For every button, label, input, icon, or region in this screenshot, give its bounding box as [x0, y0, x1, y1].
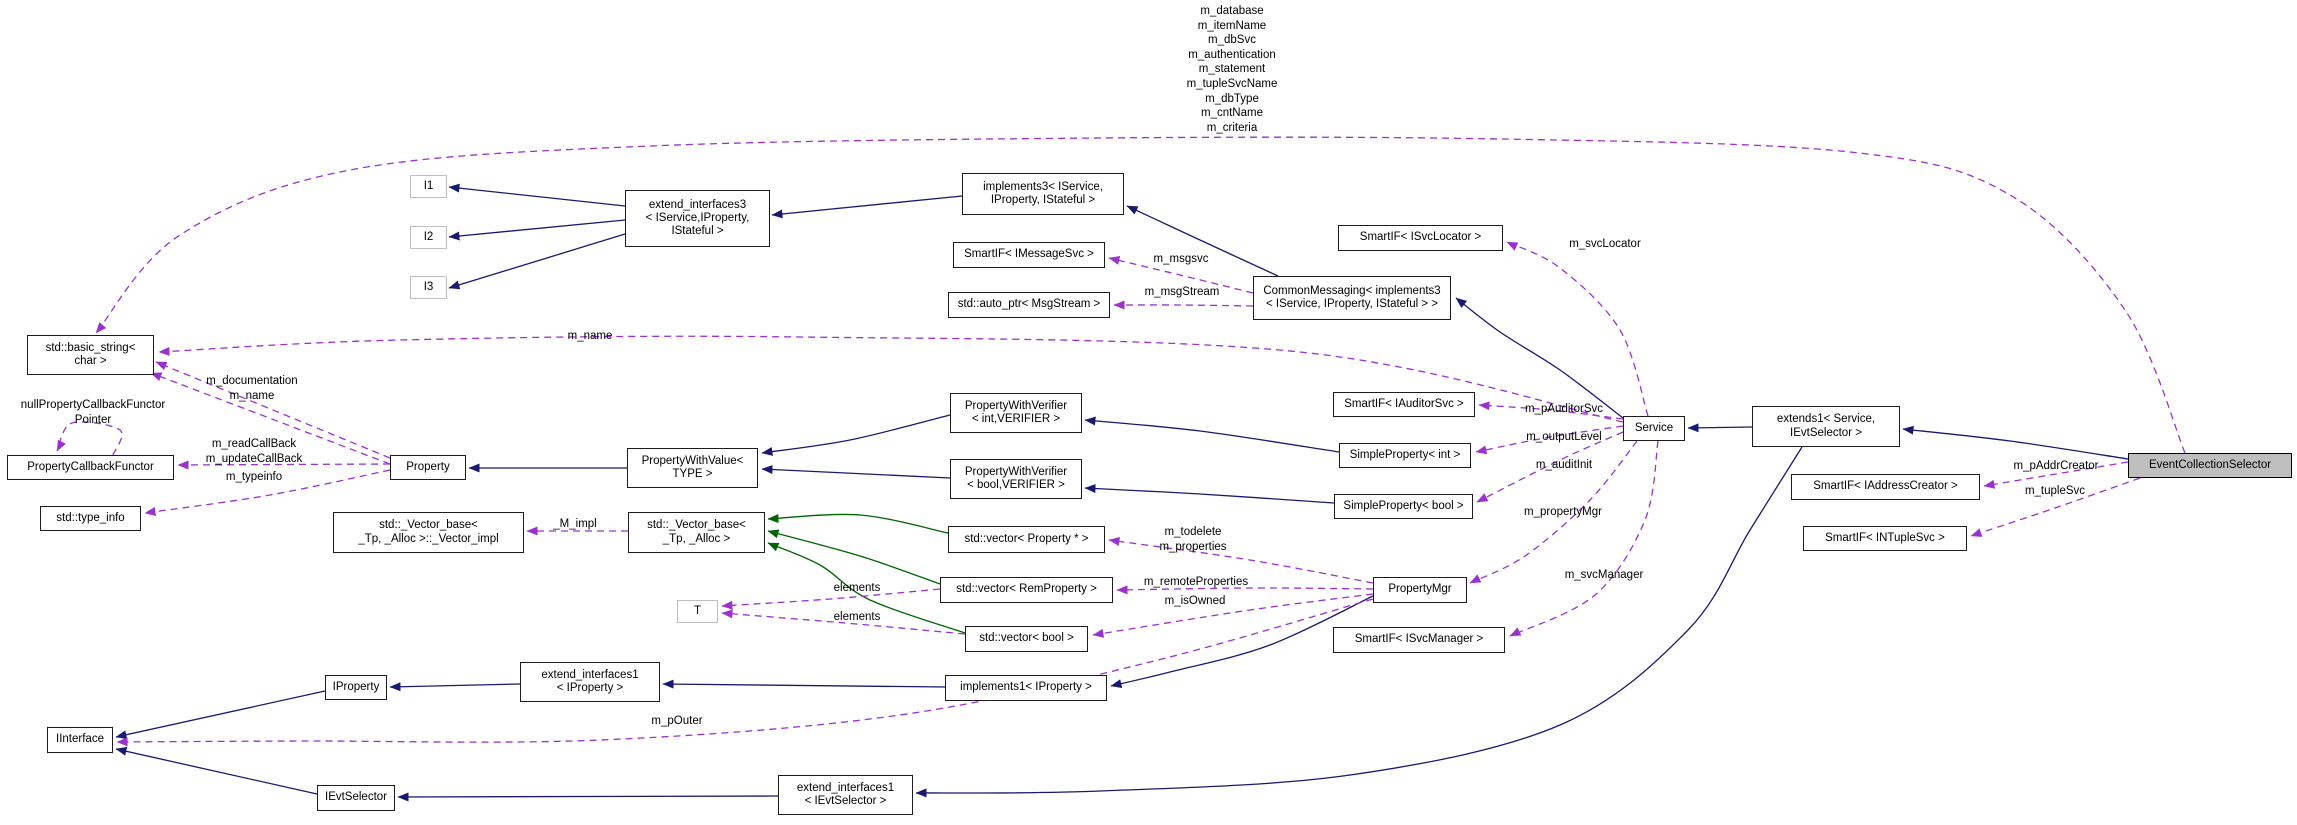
node-smartif_auditorsvc[interactable]: SmartIF< IAuditorSvc >: [1333, 392, 1475, 417]
node-service[interactable]: Service: [1623, 416, 1685, 441]
edge-service-to-commonmessaging: [1455, 297, 1624, 419]
node-vec_propptr[interactable]: std::vector< Property * >: [948, 526, 1105, 553]
edge-service-to-simpleprop_bool: [1476, 431, 1624, 503]
edge-propverbool-to-propwithvalue: [761, 465, 951, 479]
node-extint3[interactable]: extend_interfaces3 < IService,IProperty,…: [625, 190, 770, 247]
node-smartif_isvcmanager[interactable]: SmartIF< ISvcManager >: [1333, 627, 1505, 653]
node-extint1_iprop[interactable]: extend_interfaces1 < IProperty >: [520, 662, 660, 702]
edge-property-to-typeinfo: [144, 469, 391, 516]
edge-service-to-smartif_isvcmanager: [1509, 440, 1659, 637]
edge-impl1_iprop-to-extint1_iprop: [662, 679, 946, 689]
node-propcbfunctor[interactable]: PropertyCallbackFunctor: [7, 455, 174, 480]
edge-extends1-to-extint1_ievtsel: [915, 446, 1803, 798]
node-i1: I1: [410, 175, 447, 198]
node-propwithvalue[interactable]: PropertyWithValue< TYPE >: [627, 448, 758, 488]
edge-service-to-propertymgr: [1469, 440, 1638, 584]
edge-propertymgr-to-impl1_iprop: [1110, 595, 1374, 688]
edge-commonmessaging-to-autoptr_msgstream: [1113, 300, 1254, 310]
edge-service-to-smartif_svclocator: [1506, 241, 1649, 417]
edge-eventcollectionselector-to-extends1: [1902, 425, 2129, 460]
node-vectorbase[interactable]: std::_Vector_base< _Tp, _Alloc >: [628, 512, 765, 553]
edge-impl3-to-extint3: [771, 195, 963, 219]
node-smartif_intuplesvc[interactable]: SmartIF< INTupleSvc >: [1803, 526, 1967, 551]
edge-vec_propptr-to-vectorbase: [767, 513, 949, 534]
node-impl1_iprop[interactable]: implements1< IProperty >: [945, 675, 1107, 701]
node-property[interactable]: Property: [390, 455, 466, 480]
node-propverint[interactable]: PropertyWithVerifier < int,VERIFIER >: [950, 393, 1082, 433]
edge-eventcollectionselector-to-smartif_iaddrcreator: [1983, 461, 2129, 489]
edge-extint1_ievtsel-to-ievtselector: [397, 792, 779, 802]
edge-propertymgr-to-vec_propptr: [1108, 537, 1374, 584]
edge-simpleprop_int-to-propverint: [1084, 416, 1340, 453]
edge-vec_bool-to-vectorbase: [767, 542, 966, 634]
node-smartif_iaddrcreator[interactable]: SmartIF< IAddressCreator >: [1791, 474, 1980, 500]
node-i3: I3: [410, 276, 447, 299]
node-smartif_svclocator[interactable]: SmartIF< ISvcLocator >: [1338, 225, 1503, 251]
edge-eventcollectionselector-to-basicstring: [95, 136, 2186, 454]
edge-property-to-basicstring: [150, 372, 391, 465]
edge-extint3-to-i2: [448, 219, 626, 241]
node-iproperty[interactable]: IProperty: [325, 675, 387, 700]
edge-simpleprop_bool-to-propverbool: [1084, 484, 1335, 504]
node-extint1_ievtsel[interactable]: extend_interfaces1 < IEvtSelector >: [778, 775, 913, 815]
node-t: T: [677, 600, 718, 623]
edge-extends1-to-service: [1687, 423, 1753, 433]
edge-extint3-to-i1: [448, 183, 626, 207]
node-iinterface[interactable]: IInterface: [47, 727, 113, 753]
edge-commonmessaging-to-impl3: [1126, 205, 1279, 277]
edge-propertymgr-to-vec_bool: [1092, 593, 1374, 638]
edge-ievtselector-to-iinterface: [115, 746, 318, 795]
node-vec_bool[interactable]: std::vector< bool >: [965, 626, 1088, 652]
node-autoptr_msgstream[interactable]: std::auto_ptr< MsgStream >: [948, 292, 1110, 318]
edge-iproperty-to-iinterface: [115, 690, 326, 740]
node-basicstring[interactable]: std::basic_string< char >: [27, 335, 154, 375]
node-i2: I2: [410, 226, 447, 249]
node-vectorbase_impl[interactable]: std::_Vector_base< _Tp, _Alloc >::_Vecto…: [333, 512, 524, 553]
edge-vec_remprop-to-vectorbase: [767, 529, 941, 585]
node-simpleprop_int[interactable]: SimpleProperty< int >: [1339, 443, 1471, 468]
edge-extint1_iprop-to-iproperty: [389, 682, 521, 692]
node-ievtselector[interactable]: IEvtSelector: [317, 785, 395, 811]
edge-property-to-basicstring: [155, 361, 391, 459]
node-smartif_imessagesvc[interactable]: SmartIF< IMessageSvc >: [953, 242, 1105, 268]
edge-vec_bool-to-t: [721, 609, 966, 635]
edge-property-to-propcbfunctor: [177, 460, 391, 470]
edge-eventcollectionselector-to-smartif_intuplesvc: [1970, 477, 2141, 537]
node-eventcollectionselector[interactable]: EventCollectionSelector: [2128, 453, 2292, 478]
node-impl3[interactable]: implements3< IService, IProperty, IState…: [962, 173, 1124, 215]
edge-service-to-smartif_auditorsvc: [1478, 401, 1624, 420]
edge-propertymgr-to-iinterface: [116, 598, 1374, 747]
edge-propcbfunctor-to-propcbfunctor: [56, 421, 123, 456]
edge-propertymgr-to-vec_remprop: [1116, 585, 1374, 595]
node-typeinfo[interactable]: std::type_info: [40, 506, 141, 531]
edge-vec_remprop-to-t: [721, 588, 941, 610]
node-simpleprop_bool[interactable]: SimpleProperty< bool >: [1334, 494, 1473, 519]
node-propverbool[interactable]: PropertyWithVerifier < bool,VERIFIER >: [950, 459, 1082, 499]
node-propertymgr[interactable]: PropertyMgr: [1373, 577, 1467, 603]
edge-service-to-simpleprop_int: [1475, 425, 1624, 455]
edge-propverint-to-propwithvalue: [761, 414, 951, 456]
edge-commonmessaging-to-smartif_imessagesvc: [1108, 256, 1254, 294]
node-extends1[interactable]: extends1< Service, IEvtSelector >: [1752, 406, 1900, 447]
node-commonmessaging[interactable]: CommonMessaging< implements3 < IService,…: [1253, 276, 1451, 320]
edge-extint3-to-i3: [448, 233, 626, 290]
node-vec_remprop[interactable]: std::vector< RemProperty >: [940, 577, 1113, 603]
